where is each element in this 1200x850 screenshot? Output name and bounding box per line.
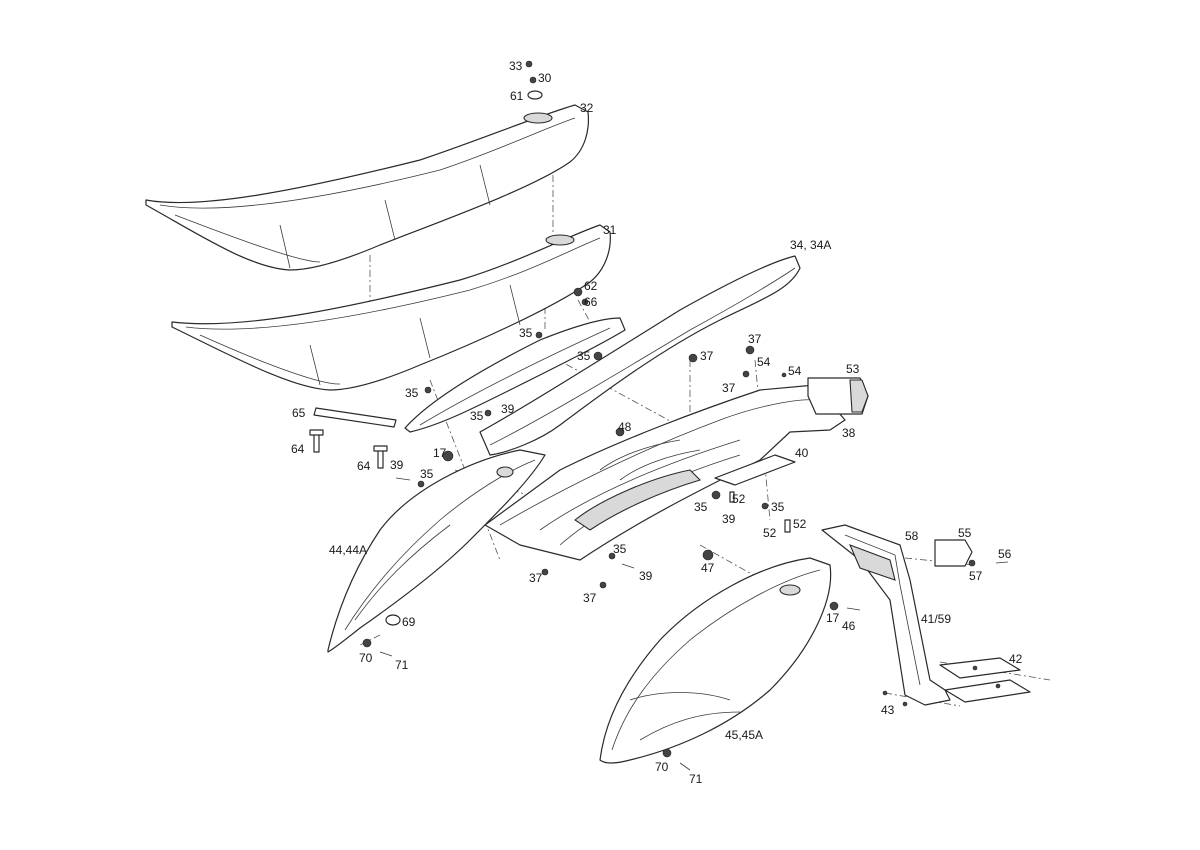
callout-35: 35 [577, 349, 591, 363]
fasteners [362, 60, 1009, 771]
callout-37: 37 [748, 332, 762, 346]
right-side-panel [599, 557, 832, 764]
callout-17: 17 [826, 611, 840, 625]
tail-cover [404, 255, 801, 456]
callout-37: 37 [583, 591, 597, 605]
callout-32: 32 [580, 101, 594, 115]
callout-39: 39 [722, 512, 736, 526]
tail-light [807, 377, 869, 415]
callout-52: 52 [763, 526, 777, 540]
callout-39: 39 [639, 569, 653, 583]
callout-48: 48 [618, 420, 632, 434]
callout-54: 54 [788, 364, 802, 378]
callout-57: 57 [969, 569, 983, 583]
callout-52: 52 [732, 492, 746, 506]
callout-31: 31 [603, 223, 617, 237]
callout-37: 37 [529, 571, 543, 585]
bolts-64 [309, 429, 388, 469]
callout-41-59: 41/59 [921, 612, 951, 626]
callout-37: 37 [700, 349, 714, 363]
callout-labels: 33 30 61 32 31 34, 34A 62 66 35 37 35 37… [291, 59, 1023, 786]
callout-35: 35 [519, 326, 533, 340]
callout-65: 65 [292, 406, 306, 420]
callout-44: 44,44A [329, 543, 367, 557]
callout-55: 55 [958, 526, 972, 540]
callout-64: 64 [291, 442, 305, 456]
callout-30: 30 [538, 71, 552, 85]
callout-35: 35 [470, 409, 484, 423]
callout-39: 39 [390, 458, 404, 472]
callout-58: 58 [905, 529, 919, 543]
callout-52: 52 [793, 517, 807, 531]
seat-lower [171, 224, 611, 391]
callout-35: 35 [771, 500, 785, 514]
callout-69: 69 [402, 615, 416, 629]
callout-71: 71 [689, 772, 703, 786]
callout-35: 35 [405, 386, 419, 400]
callout-45: 45,45A [725, 728, 763, 742]
callout-39: 39 [501, 402, 515, 416]
callout-46: 46 [842, 619, 856, 633]
left-side-panel [327, 449, 546, 653]
callout-61: 61 [510, 89, 524, 103]
bracket-42 [939, 657, 1031, 703]
callout-17: 17 [433, 446, 447, 460]
callout-35: 35 [613, 542, 627, 556]
callout-70: 70 [655, 760, 669, 774]
rear-undertray [484, 384, 846, 561]
callout-71: 71 [395, 658, 409, 672]
callout-34: 34, 34A [790, 238, 831, 252]
plate-40 [714, 454, 796, 486]
callout-54: 54 [757, 355, 771, 369]
rubber-strip [313, 407, 397, 428]
reflector-55 [934, 539, 973, 567]
callout-66: 66 [584, 295, 598, 309]
callout-64: 64 [357, 459, 371, 473]
callout-56: 56 [998, 547, 1012, 561]
callout-35: 35 [694, 500, 708, 514]
callout-35: 35 [420, 467, 434, 481]
callout-40: 40 [795, 446, 809, 460]
callout-38: 38 [842, 426, 856, 440]
callout-43: 43 [881, 703, 895, 717]
callout-53: 53 [846, 362, 860, 376]
callout-42: 42 [1009, 652, 1023, 666]
callout-70: 70 [359, 651, 373, 665]
callout-62: 62 [584, 279, 598, 293]
license-bracket [821, 524, 951, 706]
callout-47: 47 [701, 561, 715, 575]
callout-37: 37 [722, 381, 736, 395]
seat-upper [145, 104, 590, 271]
callout-33: 33 [509, 59, 523, 73]
